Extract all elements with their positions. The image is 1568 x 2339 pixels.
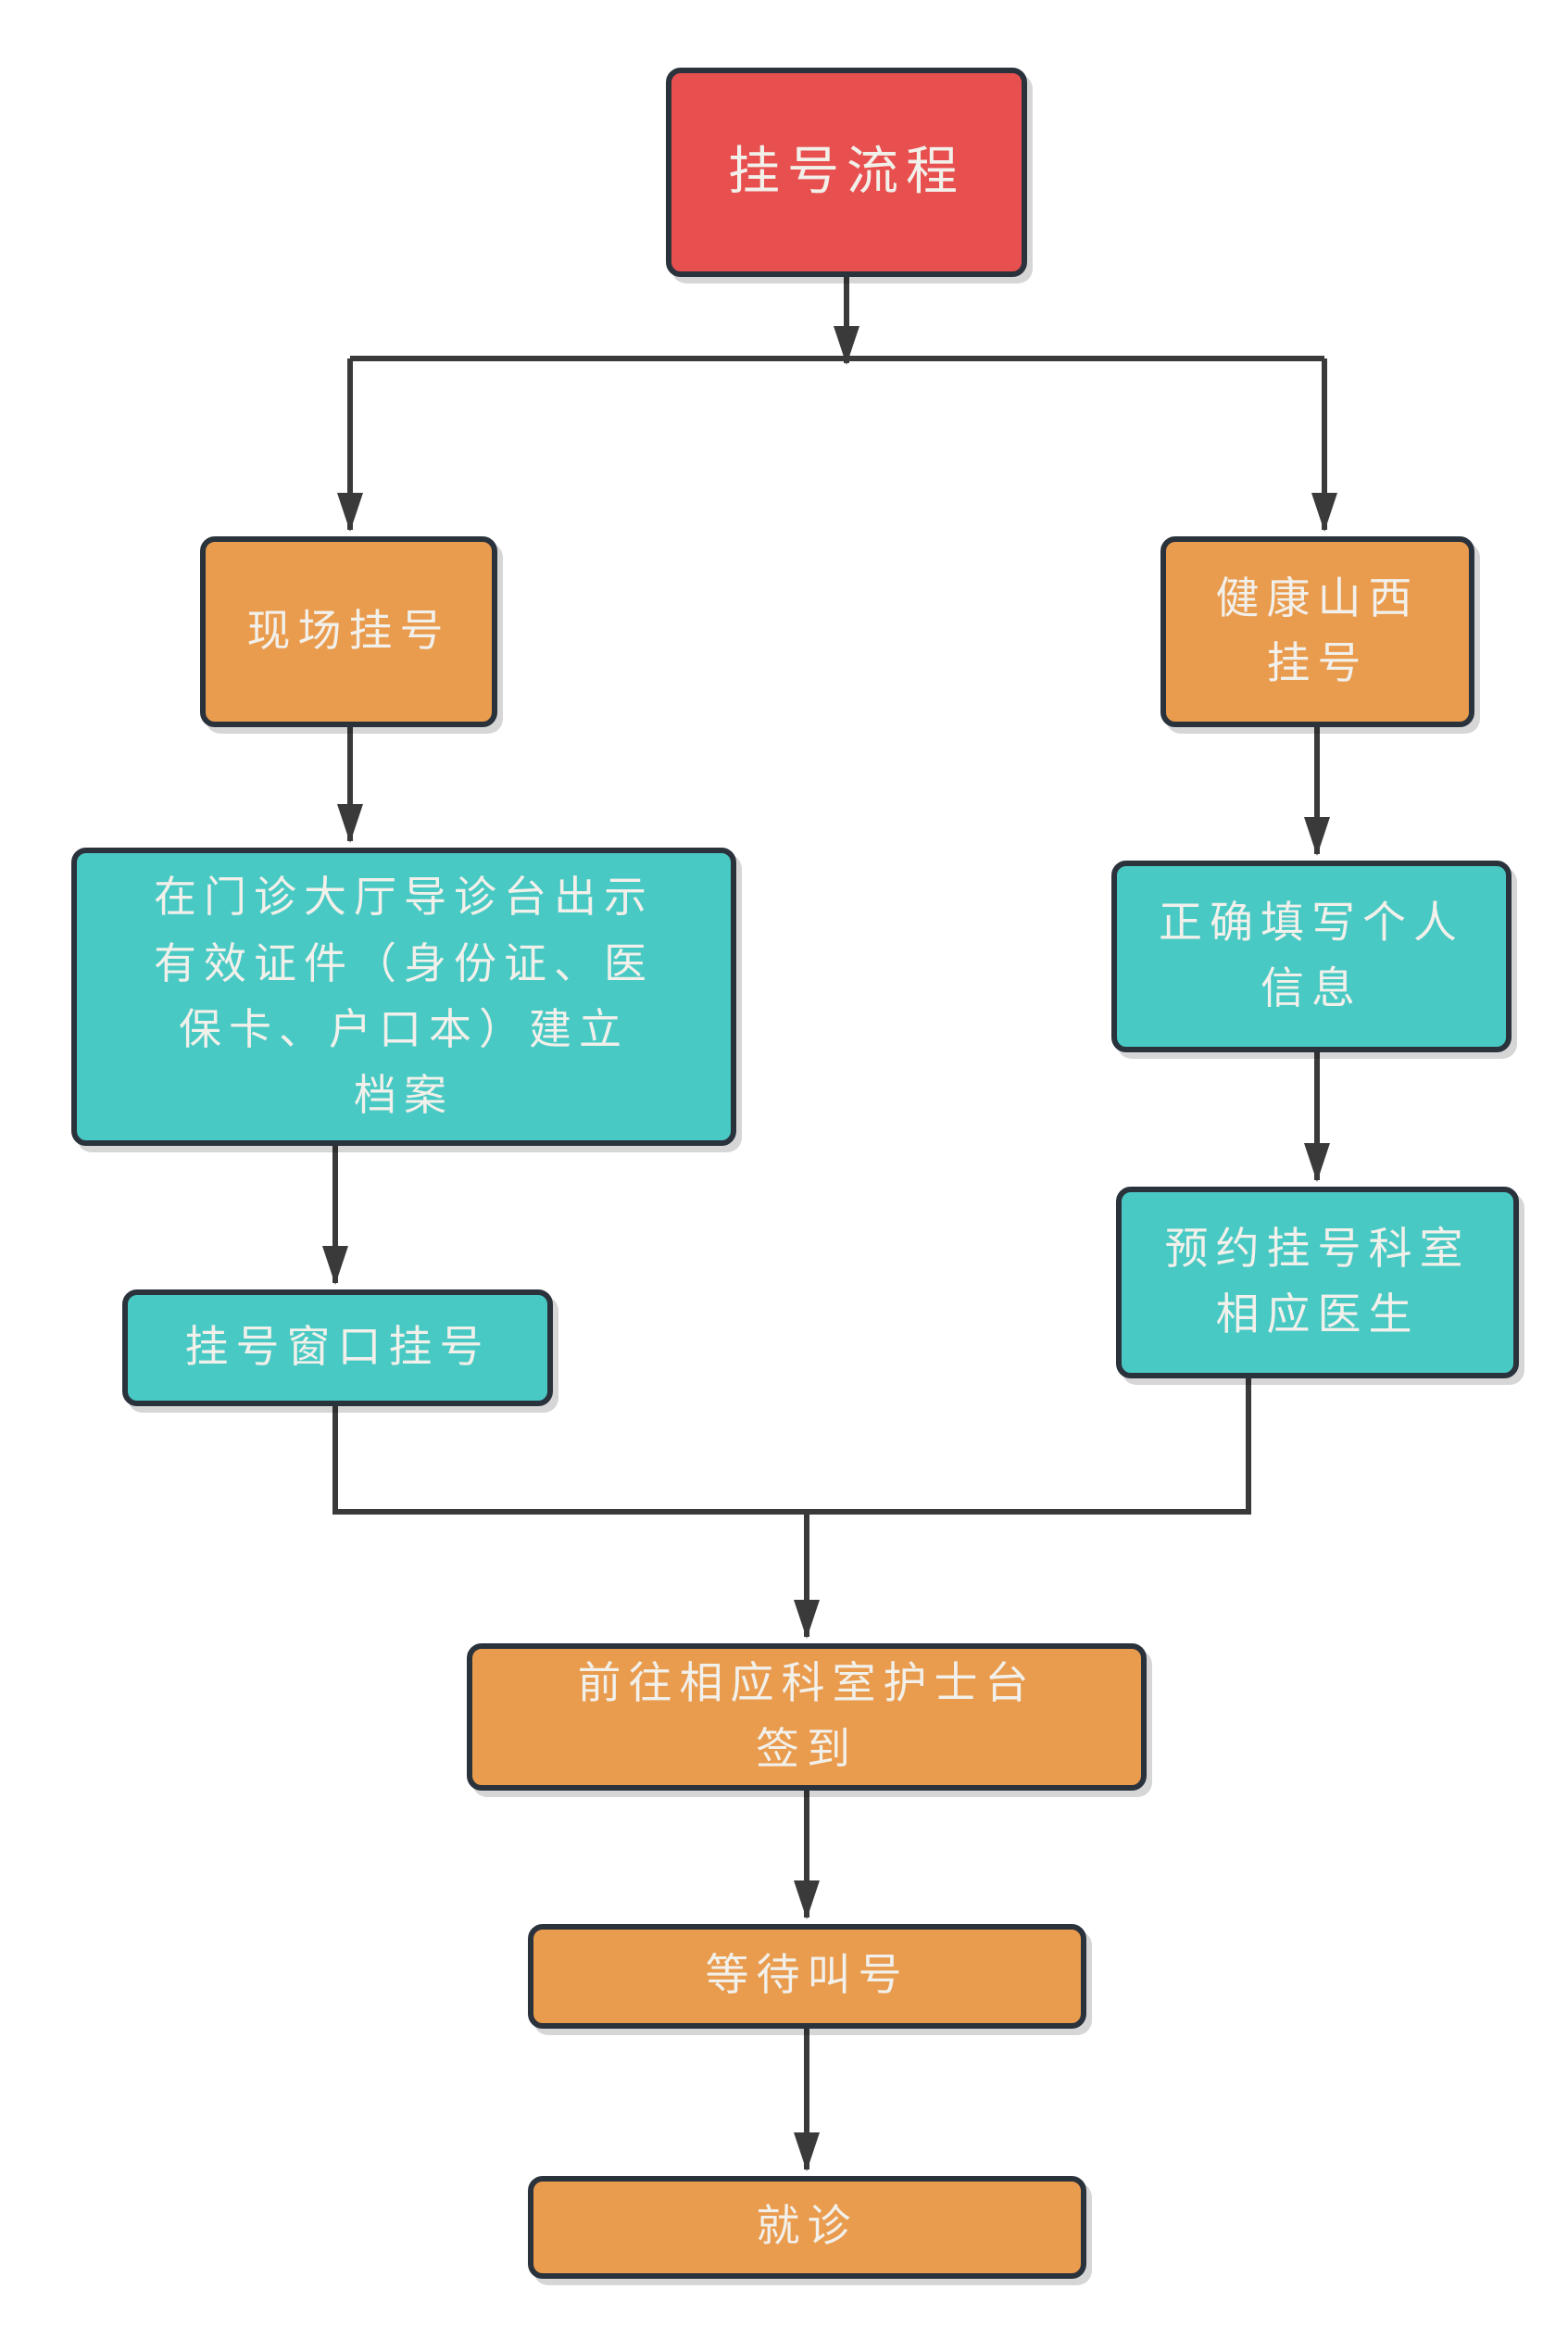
node-window-registration: 挂号窗口挂号 bbox=[122, 1289, 553, 1406]
node-fill-personal-info: 正确填写个人 信息 bbox=[1111, 861, 1512, 1052]
node-healthy-shanxi-registration: 健康山西 挂号 bbox=[1160, 536, 1474, 727]
node-onsite-registration: 现场挂号 bbox=[200, 536, 497, 727]
connector-merge bbox=[332, 1378, 1251, 1515]
node-registration-process: 挂号流程 bbox=[666, 68, 1027, 277]
node-nurse-station-checkin: 前往相应科室护士台 签到 bbox=[467, 1643, 1147, 1791]
node-show-documents-create-file: 在门诊大厅导诊台出示 有效证件（身份证、医 保卡、户口本）建立 档案 bbox=[71, 848, 736, 1146]
node-wait-for-call: 等待叫号 bbox=[528, 1924, 1086, 2029]
node-see-doctor: 就诊 bbox=[528, 2176, 1086, 2279]
node-book-department-doctor: 预约挂号科室 相应医生 bbox=[1116, 1187, 1519, 1378]
